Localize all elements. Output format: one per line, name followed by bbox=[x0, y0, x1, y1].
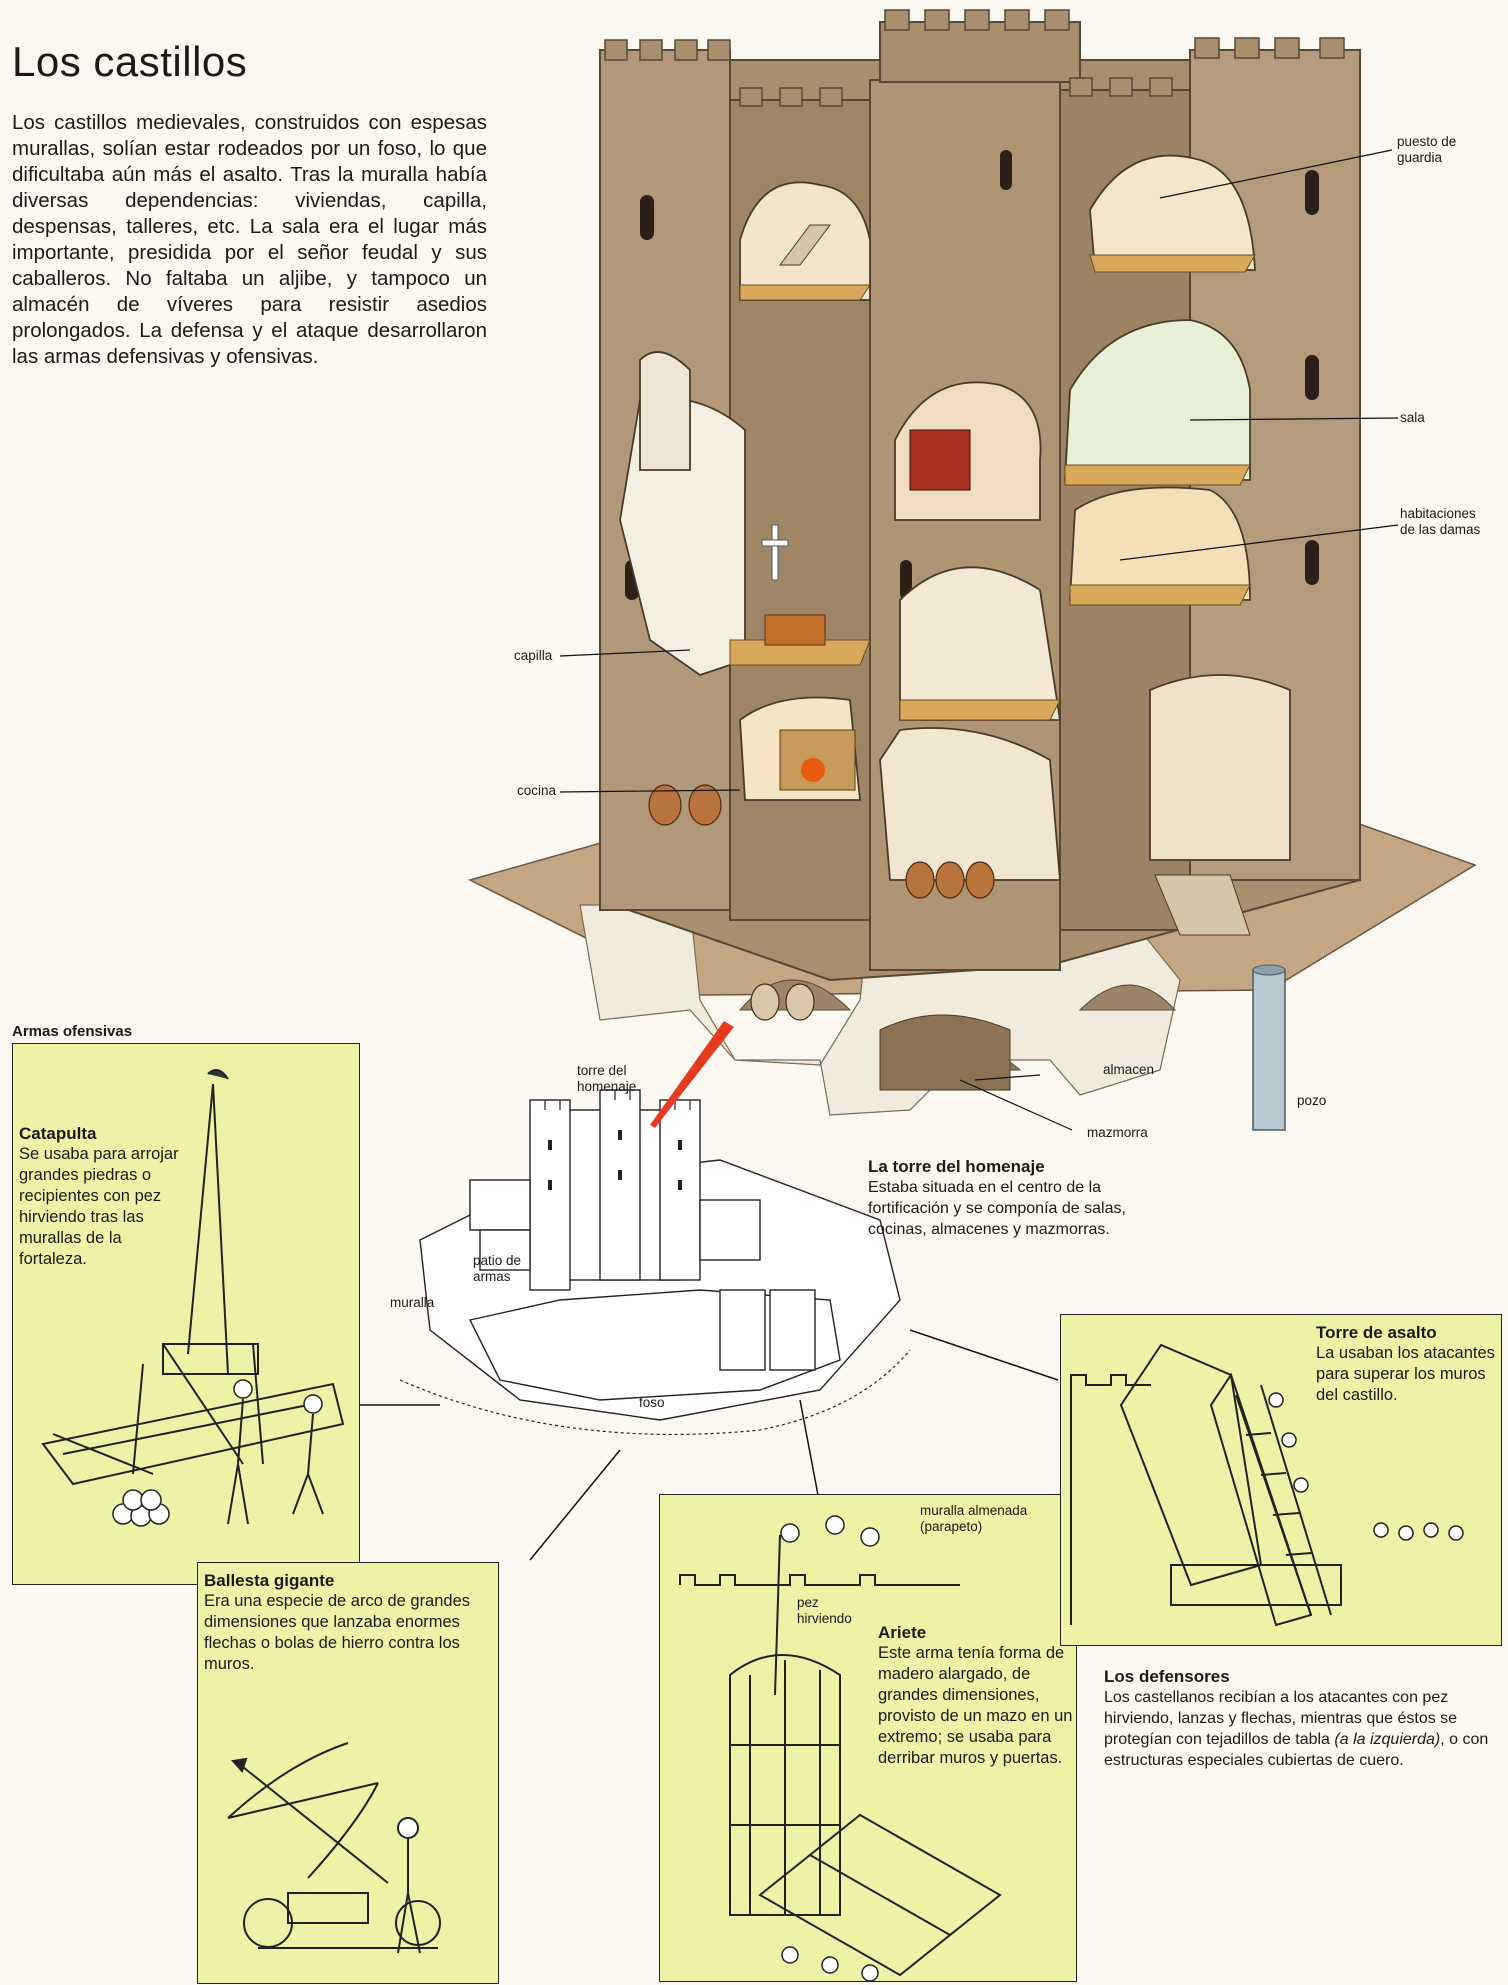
label-torre-homenaje: torre del homenaje bbox=[577, 1063, 636, 1095]
label-patio-line2: armas bbox=[473, 1269, 511, 1284]
label-capilla: capilla bbox=[514, 648, 553, 663]
label-mazmorra: mazmorra bbox=[1087, 1125, 1148, 1140]
ariete-illustration bbox=[679, 1515, 1002, 1981]
label-puesto-line2: guardia bbox=[1397, 150, 1443, 165]
torre-homenaje-title: La torre del homenaje bbox=[868, 1157, 1045, 1176]
label-torre-line1: torre del bbox=[577, 1063, 627, 1078]
page-title: Los castillos bbox=[12, 38, 248, 85]
catapulta-caption: Catapulta Se usaba para arrojar grandes … bbox=[19, 1124, 194, 1270]
torre-asalto-illustration bbox=[1070, 1343, 1464, 1627]
armas-ofensivas-heading: Armas ofensivas bbox=[12, 1023, 133, 1040]
ballesta-text: Era una especie de arco de grandes dimen… bbox=[204, 1592, 471, 1673]
ballesta-panel: Ballesta gigante Era una especie de arco… bbox=[197, 1562, 499, 1984]
ariete-caption: Ariete Este arma tenía forma de madero a… bbox=[878, 1623, 1073, 1769]
ballesta-caption: Ballesta gigante Era una especie de arco… bbox=[204, 1571, 489, 1675]
label-puesto-guardia: puesto de guardia bbox=[1397, 134, 1456, 166]
catapulta-panel: Catapulta Se usaba para arrojar grandes … bbox=[12, 1043, 360, 1585]
defensores-title: Los defensores bbox=[1104, 1667, 1230, 1686]
torre-asalto-panel: Torre de asalto La usaban los atacantes … bbox=[1060, 1314, 1502, 1646]
label-pez-hirviendo: pez hirviendo bbox=[797, 1595, 852, 1627]
label-patio-line1: patio de bbox=[473, 1253, 522, 1268]
ariete-title: Ariete bbox=[878, 1623, 927, 1642]
label-puesto-line1: puesto de bbox=[1397, 134, 1457, 149]
defensores-text-part1: Los castellanos recibían a los atacantes… bbox=[1104, 1689, 1458, 1748]
defensores-text: Los castellanos recibían a los atacantes… bbox=[1104, 1687, 1499, 1771]
catapulta-title: Catapulta bbox=[19, 1124, 97, 1143]
torre-asalto-text: La usaban los atacantes para superar los… bbox=[1316, 1344, 1495, 1404]
label-habitaciones-line1: habitaciones bbox=[1400, 506, 1476, 521]
defensores-text-italic: (a la izquierda) bbox=[1334, 1731, 1441, 1748]
label-muralla-almenada: muralla almenada (parapeto) bbox=[920, 1503, 1027, 1535]
label-muralla: muralla bbox=[390, 1295, 435, 1310]
torre-asalto-title: Torre de asalto bbox=[1316, 1323, 1437, 1342]
label-pez-line1: pez bbox=[797, 1595, 819, 1610]
label-sala: sala bbox=[1400, 410, 1425, 425]
ariete-text: Este arma tenía forma de madero alargado… bbox=[878, 1644, 1073, 1767]
torre-homenaje-text: Estaba situada en el centro de la fortif… bbox=[868, 1179, 1126, 1238]
ballesta-title: Ballesta gigante bbox=[204, 1571, 335, 1590]
intro-paragraph: Los castillos medievales, construidos co… bbox=[12, 111, 487, 368]
catapulta-illustration bbox=[41, 1069, 345, 1527]
label-muralla-almenada-line1: muralla almenada bbox=[920, 1503, 1028, 1518]
label-cocina: cocina bbox=[517, 783, 557, 798]
torre-homenaje-caption: La torre del homenaje Estaba situada en … bbox=[868, 1157, 1163, 1240]
label-pozo: pozo bbox=[1297, 1093, 1327, 1108]
label-pez-line2: hirviendo bbox=[797, 1611, 852, 1626]
catapulta-text: Se usaba para arrojar grandes piedras o … bbox=[19, 1145, 179, 1268]
torre-asalto-caption: Torre de asalto La usaban los atacantes … bbox=[1316, 1323, 1496, 1406]
ariete-panel: muralla almenada (parapeto) pez hirviend… bbox=[659, 1494, 1077, 1982]
label-habitaciones-damas: habitaciones de las damas bbox=[1400, 506, 1480, 538]
defensores-caption: Los defensores Los castellanos recibían … bbox=[1104, 1667, 1499, 1771]
label-patio-armas: patio de armas bbox=[473, 1253, 521, 1285]
label-foso: foso bbox=[639, 1395, 665, 1410]
defensores-text-part2: , o con estructuras especiales cubiertas… bbox=[1104, 1731, 1489, 1769]
label-muralla-almenada-line2: (parapeto) bbox=[920, 1519, 983, 1534]
label-habitaciones-line2: de las damas bbox=[1400, 522, 1481, 537]
label-almacen: almacen bbox=[1103, 1062, 1155, 1077]
ballesta-illustration bbox=[227, 1742, 441, 1954]
label-torre-line2: homenaje bbox=[577, 1079, 637, 1094]
